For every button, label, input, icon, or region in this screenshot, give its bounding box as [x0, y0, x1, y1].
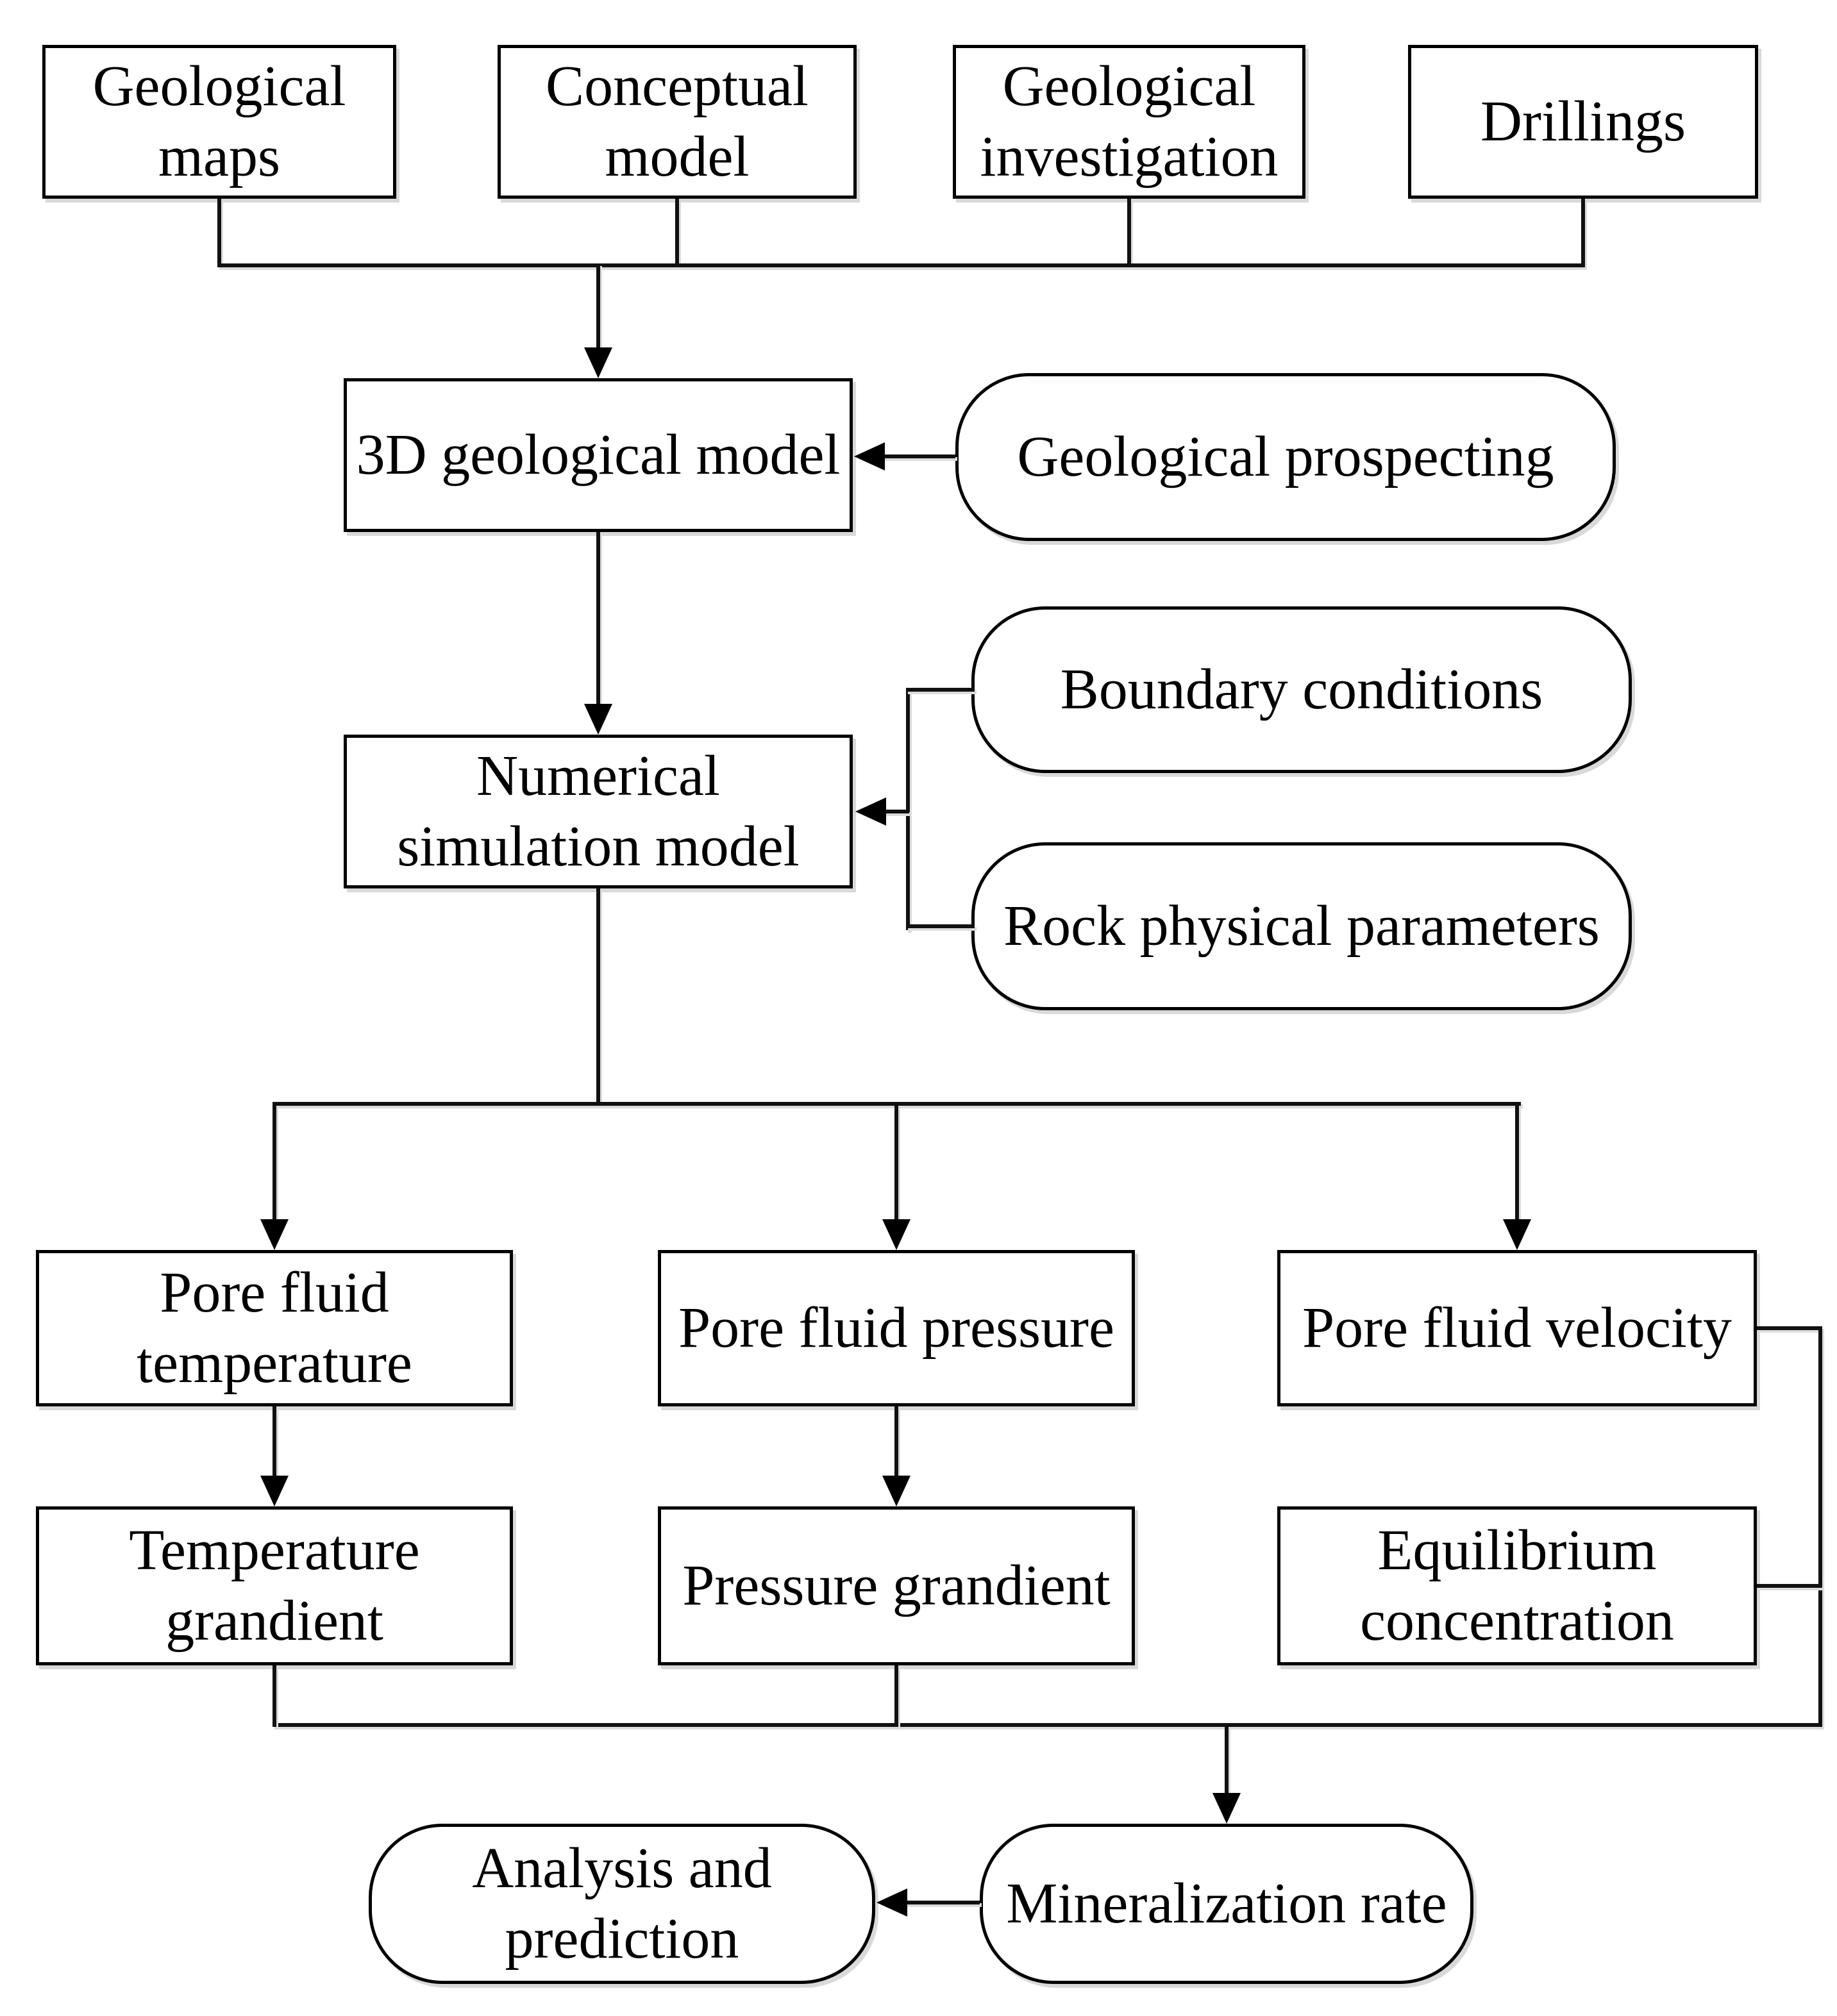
node-conceptual-model: Conceptual model — [498, 45, 857, 199]
node-label: Geological maps — [92, 54, 346, 188]
connector-prospecting-to-3d-model — [882, 454, 955, 458]
connector-bottom-bus — [273, 1723, 1822, 1727]
node-pore-fluid-velocity: Pore fluid velocity — [1277, 1250, 1757, 1406]
arrowhead-into-3d-model — [584, 347, 612, 378]
connector-conceptual-model-down — [675, 199, 679, 265]
arrowhead-into-pore-fluid-velocity — [1503, 1219, 1531, 1250]
node-geological-maps: Geological maps — [42, 45, 396, 199]
arrowhead-prospecting-into-3d-model — [854, 442, 885, 471]
arrowhead-into-pressure-grandient — [882, 1476, 910, 1506]
connector-boundary-conditions-stub — [906, 688, 975, 692]
connector-temperature-to-grandient — [273, 1406, 276, 1479]
node-pore-fluid-pressure: Pore fluid pressure — [658, 1250, 1135, 1406]
connector-geological-investigation-down — [1127, 199, 1131, 265]
connector-bus-to-mineralization — [1225, 1725, 1229, 1797]
connector-to-velocity — [1515, 1104, 1519, 1221]
node-pore-fluid-temperature: Pore fluid temperature — [36, 1250, 513, 1406]
connector-rock-parameters-stub — [906, 924, 975, 928]
connector-pressure-grandient-down — [894, 1665, 898, 1727]
connector-mineralization-to-analysis — [905, 1901, 980, 1904]
arrowhead-into-temperature-grandient — [260, 1476, 289, 1506]
node-label: Pore fluid velocity — [1302, 1296, 1732, 1360]
node-label: Pressure grandient — [682, 1554, 1111, 1618]
connector-inputs-bracket-vertical — [906, 688, 910, 930]
node-label: Equilibrium concentration — [1360, 1519, 1674, 1653]
arrowhead-into-numerical-model — [584, 704, 612, 735]
connector-to-temperature — [273, 1104, 276, 1221]
node-pressure-grandient: Pressure grandient — [658, 1506, 1135, 1665]
arrowhead-into-pore-fluid-temperature — [260, 1219, 289, 1250]
node-label: Pore fluid pressure — [678, 1296, 1114, 1360]
node-label: Temperature grandient — [129, 1519, 420, 1653]
node-drillings: Drillings — [1408, 45, 1758, 199]
node-label: Pore fluid temperature — [137, 1261, 412, 1395]
connector-pressure-to-grandient — [894, 1406, 898, 1479]
node-label: Numerical simulation model — [397, 744, 800, 878]
node-geological-investigation: Geological investigation — [953, 45, 1305, 199]
arrowhead-bracket-into-numerical — [855, 797, 886, 826]
node-label: Geological investigation — [980, 54, 1279, 188]
connector-bus-to-3d-model — [596, 263, 600, 353]
node-equilibrium-concentration: Equilibrium concentration — [1277, 1506, 1757, 1665]
connector-3d-to-numerical — [596, 532, 600, 708]
node-label: Boundary conditions — [1060, 658, 1543, 722]
node-boundary-conditions: Boundary conditions — [971, 606, 1632, 773]
connector-velocity-right-stub — [1757, 1326, 1822, 1330]
node-label: 3D geological model — [356, 423, 841, 487]
connector-right-bracket-vertical — [1818, 1326, 1822, 1727]
node-geological-prospecting: Geological prospecting — [955, 373, 1616, 541]
node-label: Mineralization rate — [1006, 1872, 1447, 1936]
connector-top-bus — [217, 263, 1585, 267]
arrowhead-into-pore-fluid-pressure — [882, 1219, 910, 1250]
node-label: Conceptual model — [546, 54, 809, 188]
node-3d-geological-model: 3D geological model — [344, 378, 853, 532]
connector-temperature-grandient-down — [273, 1665, 276, 1727]
node-rock-physical-parameters: Rock physical parameters — [971, 842, 1632, 1010]
node-mineralization-rate: Mineralization rate — [980, 1824, 1473, 1984]
connector-geological-maps-down — [217, 199, 221, 265]
arrowhead-into-analysis-prediction — [877, 1888, 907, 1917]
connector-bracket-to-numerical — [884, 810, 909, 813]
node-analysis-and-prediction: Analysis and prediction — [369, 1824, 875, 1984]
arrowhead-into-mineralization-rate — [1212, 1793, 1241, 1824]
connector-equilibrium-right-stub — [1757, 1584, 1822, 1588]
node-label: Drillings — [1480, 90, 1686, 154]
node-label: Geological prospecting — [1017, 425, 1554, 489]
connector-drillings-down — [1581, 199, 1585, 265]
node-label: Analysis and prediction — [472, 1837, 772, 1970]
node-temperature-grandient: Temperature grandient — [36, 1506, 513, 1665]
connector-numerical-down — [596, 888, 600, 1106]
node-label: Rock physical parameters — [1003, 894, 1600, 958]
node-numerical-simulation-model: Numerical simulation model — [344, 735, 853, 888]
connector-to-pressure — [894, 1104, 898, 1221]
